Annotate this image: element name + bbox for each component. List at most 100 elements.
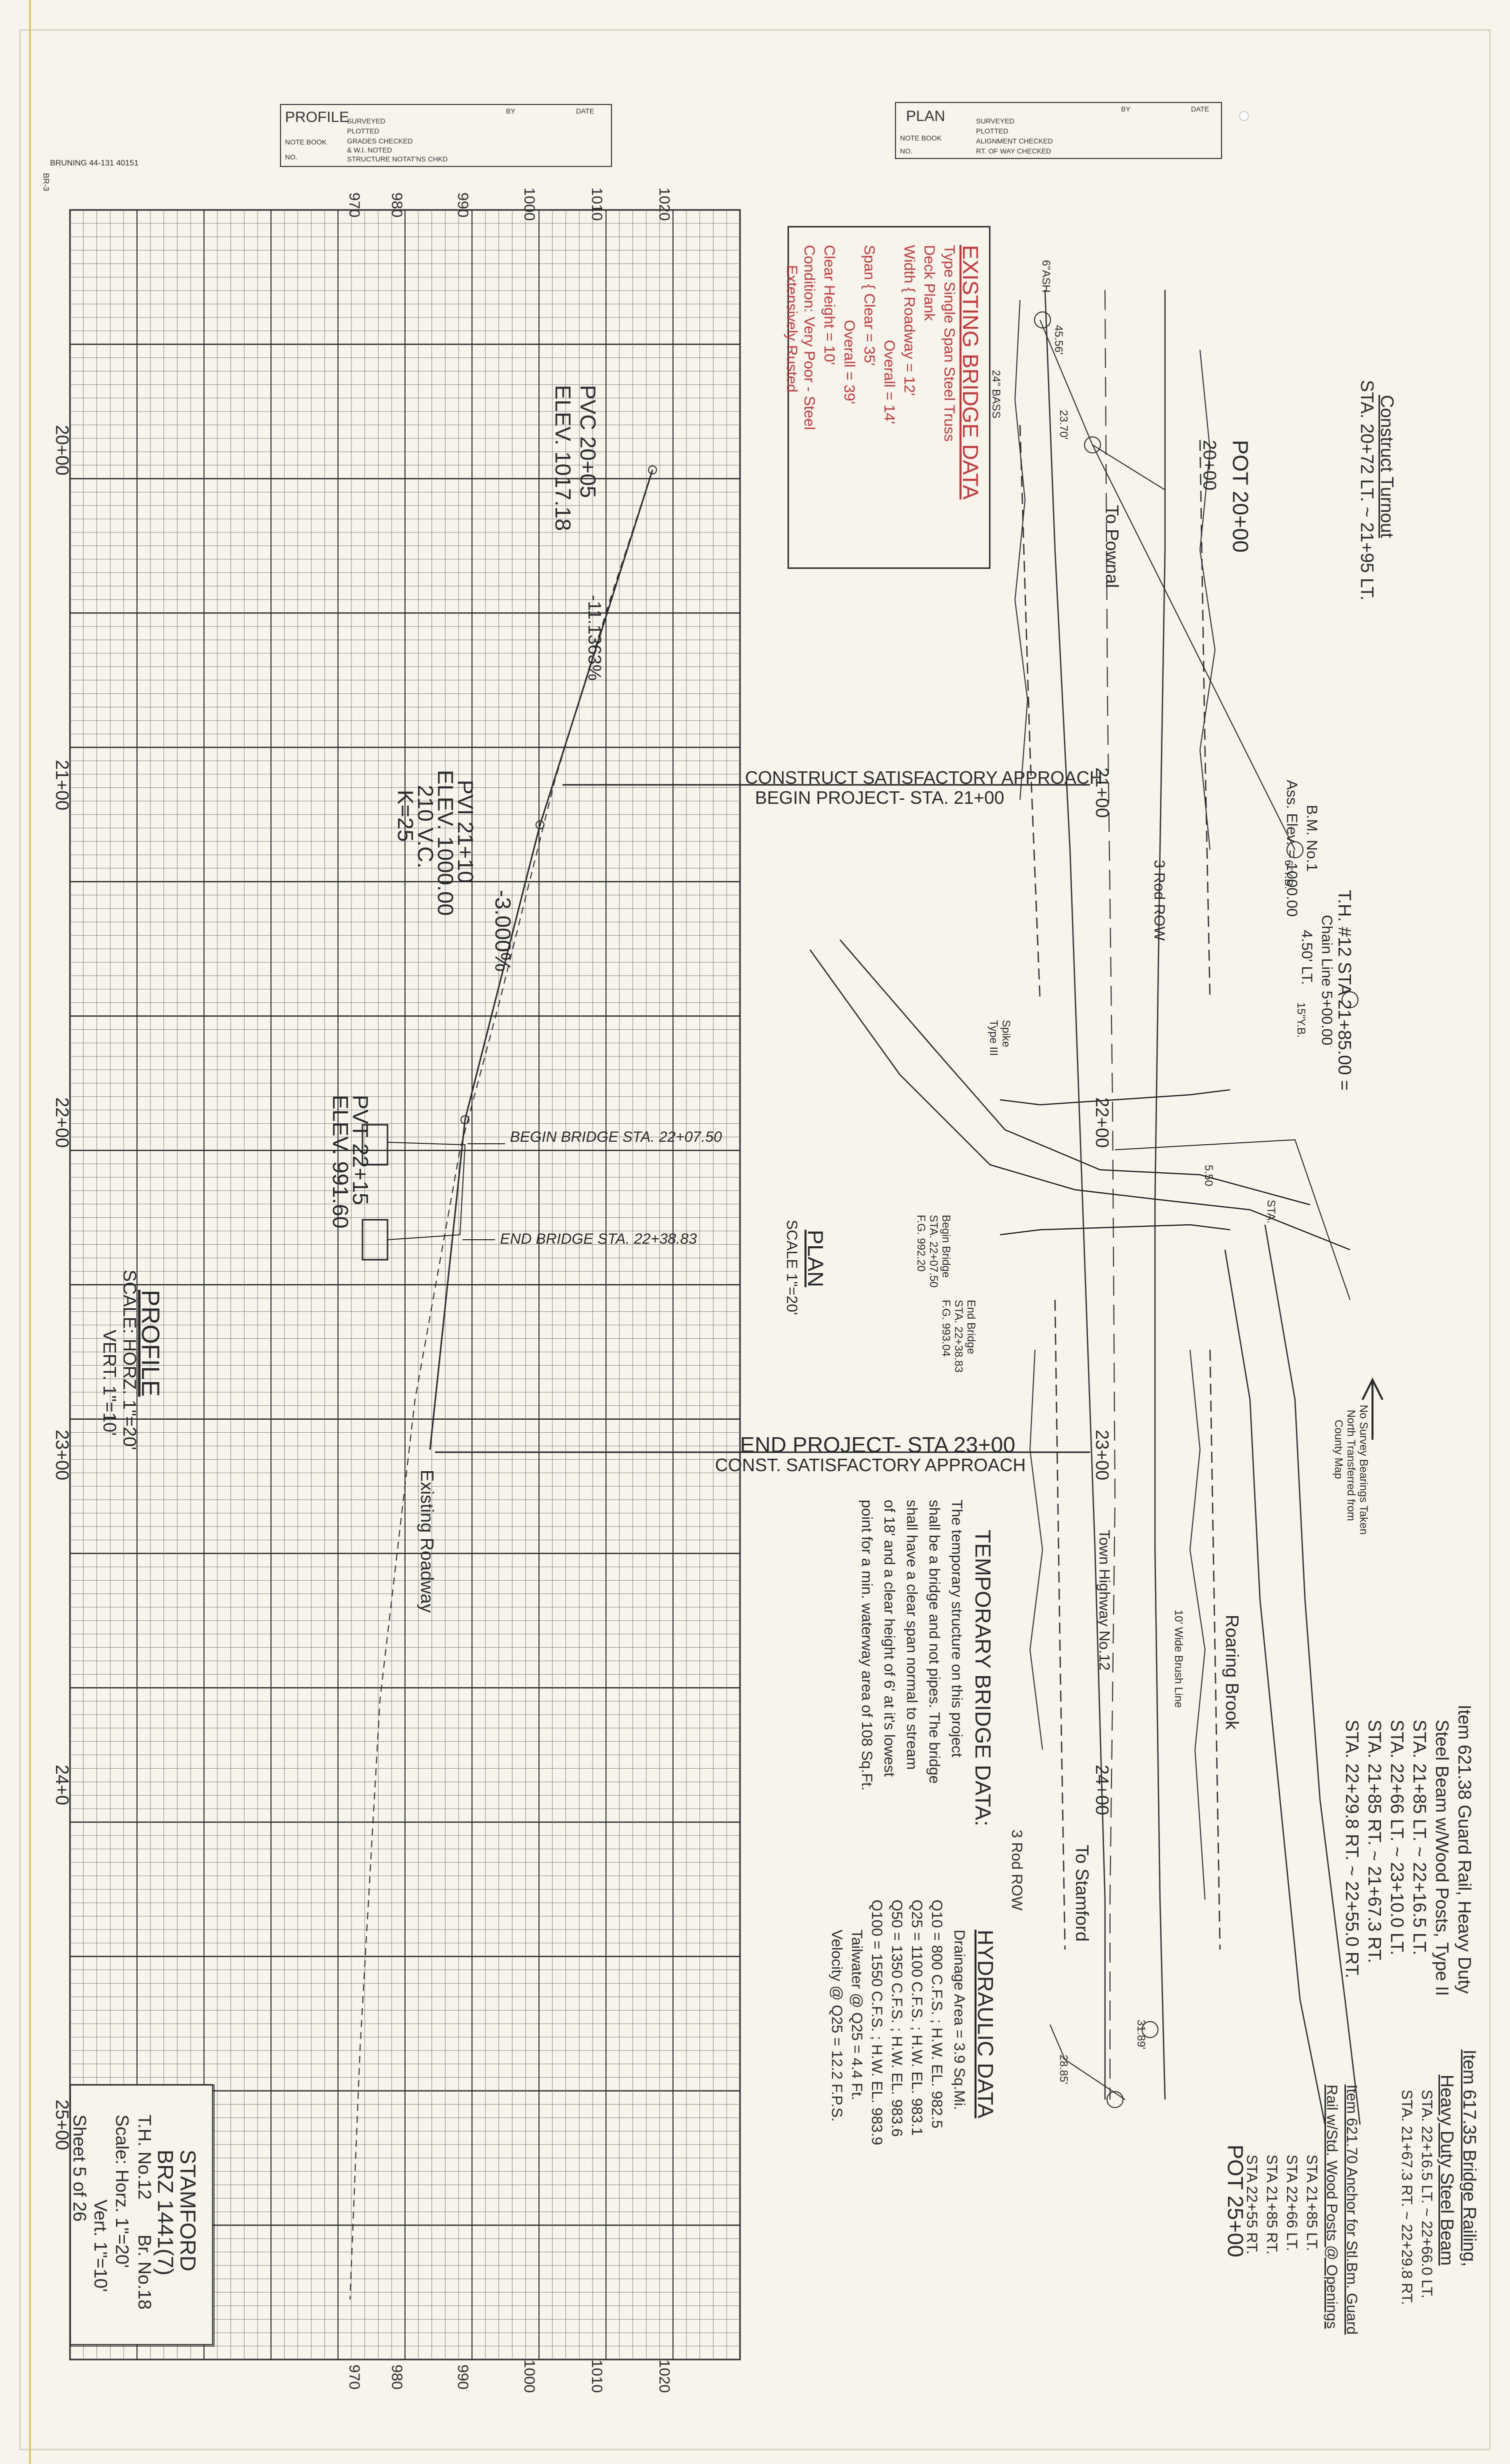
town-highway-label: Town Highway No.12 <box>1096 1530 1112 1671</box>
dim-label-2: 23.70' <box>1058 410 1070 440</box>
existing-bridge-title: EXISTING BRIDGE DATA <box>958 245 982 500</box>
north-note-3: County Map <box>1332 1420 1345 1479</box>
elev-label-1020-bottom: 1020 <box>656 2360 672 2393</box>
profile-grid-lines <box>70 210 740 2360</box>
title-th: T.H. No.12 <box>134 2115 155 2200</box>
pvt-point <box>460 1115 470 1124</box>
elev-label-1020-top: 1020 <box>656 187 672 221</box>
hydraulic-line-2: Q10 = 800 C.F.S. ; H.W. EL. 982.5 <box>928 1900 945 2129</box>
brook-east-bank <box>1224 1249 1326 2125</box>
dim-label-3: 28.85' <box>1058 2055 1070 2085</box>
temporary-line-2: shall be a bridge and not pipes. The bri… <box>926 1500 942 1784</box>
grade2-label: -3.000% <box>490 890 515 972</box>
existing-roadway-label: Existing Roadway <box>417 1470 438 1613</box>
survey-point <box>1106 2091 1124 2108</box>
guard-rail-1: Item 621.38 Guard Rail, Heavy Duty <box>1454 1705 1475 1994</box>
profile-row-3: GRADES CHECKED <box>347 137 413 145</box>
profile-row-2: PLOTTED <box>347 127 380 135</box>
profile-row-4: & W.I. NOTED <box>347 146 392 154</box>
profile-scale-horz: SCALE: HORZ. 1"=20' <box>120 1270 140 1450</box>
turnout-label-2: STA. 20+72 LT. ~ 21+95 LT. <box>1357 380 1378 601</box>
elev-label-990-top: 990 <box>454 192 471 218</box>
existing-bridge-line-6: Overall = 39' <box>841 320 858 404</box>
existing-bridge-line-9: Extensively Rusted <box>784 265 800 393</box>
row-line-east-south <box>1209 1349 1221 1950</box>
profile-title: PROFILE <box>136 1290 164 1397</box>
temporary-line-1: The temporary structure on this project <box>948 1500 965 1758</box>
profile-block-notebook: NOTE BOOK <box>285 138 327 146</box>
hydraulic-line-6: Tailwater @ Q25 = 4.4 Ft. <box>848 1930 865 2101</box>
guard-rail-2: Steel Beam w/Wood Posts, Type II <box>1432 1720 1452 1996</box>
to-stamford: To Stamford <box>1072 1845 1092 1942</box>
bridge-plan-north <box>1000 1089 1230 1106</box>
plan-block-by: BY <box>1121 105 1130 113</box>
callout-end-1: END PROJECT- STA 23+00 <box>740 1433 1016 1457</box>
spike-label: Spike <box>1000 1020 1012 1048</box>
pot-start: POT 20+00 <box>1228 440 1252 553</box>
existing-bridge-line-1: Type Single Span Steel Truss <box>941 245 958 442</box>
end-bridge-plan-2: STA. 22+38.83 <box>952 1300 965 1373</box>
guard-rail-6: STA. 22+29.8 RT. ~ 22+55.0 RT. <box>1342 1720 1362 1979</box>
callout-end-bridge: END BRIDGE STA. 22+38.83 <box>500 1231 697 1247</box>
pvc-point <box>648 465 657 474</box>
roaring-brook-label: Roaring Brook <box>1222 1615 1242 1730</box>
traverse-line-2 <box>1092 444 1296 850</box>
th-label-3: 4.50' LT. <box>1298 930 1315 985</box>
abutment-begin <box>362 1124 388 1166</box>
grade1-label: -11.1363% <box>584 595 605 681</box>
hydraulic-title: HYDRAULIC DATA <box>973 1930 998 2119</box>
sta-label: STA. <box>1265 1200 1278 1224</box>
guard-rail-3: STA. 21+85 LT. ~ 22+16.5 LT. <box>1410 1720 1430 1956</box>
bridge-railing-2: Heavy Duty Steel Beam <box>1437 2075 1458 2266</box>
temporary-line-5: point for a min. waterway area of 108 Sq… <box>858 1500 875 1791</box>
plan-block-notebook: NOTE BOOK <box>900 134 942 142</box>
temporary-line-3: shall have a clear span normal to stream <box>904 1500 920 1770</box>
callout-begin-2: BEGIN PROJECT- STA. 21+00 <box>755 787 1004 808</box>
bm-label-1: B.M. No.1 <box>1304 805 1320 872</box>
profile-block-by: BY <box>506 107 516 115</box>
plan-view <box>809 289 1384 2125</box>
rod-row-bottom: 3 Rod ROW <box>1008 1830 1025 1911</box>
begin-bridge-plan-1: Begin Bridge <box>940 1215 952 1278</box>
elev-label-990-bottom: 990 <box>454 2365 471 2390</box>
sheet-code: BR-3 <box>42 173 50 191</box>
profile-title-block: PROFILE NOTE BOOK NO. BY DATE SURVEYED P… <box>280 104 612 167</box>
plan-title: PLAN <box>803 1230 828 1287</box>
existing-bridge-line-2: Deck Plank <box>921 245 938 321</box>
existing-bridge-line-8: Condition: Very Poor - Steel <box>801 245 818 430</box>
plan-row-4: RT. OF WAY CHECKED <box>976 147 1052 155</box>
bridge-railing-1: Item 617.35 Bridge Railing, <box>1460 2050 1480 2267</box>
anchor-3: STA 21+85 LT. <box>1304 2155 1320 2252</box>
plan-station-22: 22+00 <box>1092 1097 1112 1148</box>
brush-line-label: 10' Wide Brush Line <box>1172 1610 1185 1708</box>
end-bridge-plan-3: F.G. 993.04 <box>940 1300 952 1357</box>
anchor-1: Item 621.70 Anchor for Stl.Bm. Guard <box>1344 2085 1360 2335</box>
traverse-line-4 <box>1050 2024 1126 2100</box>
dim-label-5: 5.50 <box>1202 1165 1215 1186</box>
plan-row-1: SURVEYED <box>976 117 1014 125</box>
road-centerline <box>1104 289 1116 2100</box>
elev-label-1010-bottom: 1010 <box>588 2360 605 2393</box>
hydraulic-line-5: Q100 = 1550 C.F.S. ; H.W. EL. 983.9 <box>868 1900 885 2146</box>
brush-west-south <box>1029 1349 1044 1750</box>
hydraulic-line-7: Velocity @ Q25 = 12.2 F.P.S. <box>828 1930 845 2122</box>
elev-label-980-bottom: 980 <box>388 2365 405 2390</box>
callout-end-2: CONST. SATISFACTORY APPROACH <box>715 1455 1026 1475</box>
guard-rail-4: STA. 22+66 LT. ~ 23+10.0 LT. <box>1387 1720 1408 1956</box>
proposed-grade-line <box>429 469 654 1450</box>
hydraulic-line-1: Drainage Area = 3.9 Sq.Mi. <box>951 1930 968 2111</box>
brush-west-north <box>1014 299 1028 800</box>
elev-label-1000-top: 1000 <box>521 187 538 221</box>
hydraulic-line-3: Q25 = 1100 C.F.S. ; H.W. EL. 983.1 <box>908 1900 925 2136</box>
anchor-2: Rail w/Std. Wood Posts @ Openings <box>1324 2085 1340 2329</box>
brush-east-south <box>1189 1349 1206 1900</box>
plan-scale: SCALE 1"=20' <box>784 1220 800 1315</box>
profile-row-5: STRUCTURE NOTAT'NS CHKD <box>347 155 448 163</box>
pvi-point <box>536 820 544 829</box>
bruning-mark: BRUNING 44-131 40151 <box>50 159 138 167</box>
title-scale-vert: Vert. 1"=10' <box>90 2200 111 2292</box>
elev-label-1000-bottom: 1000 <box>521 2360 538 2393</box>
profile-station-24: 24+0 <box>52 1765 72 1806</box>
profile-block-date: DATE <box>576 107 594 115</box>
rod-row-top: 3 Rod ROW <box>1151 860 1168 941</box>
